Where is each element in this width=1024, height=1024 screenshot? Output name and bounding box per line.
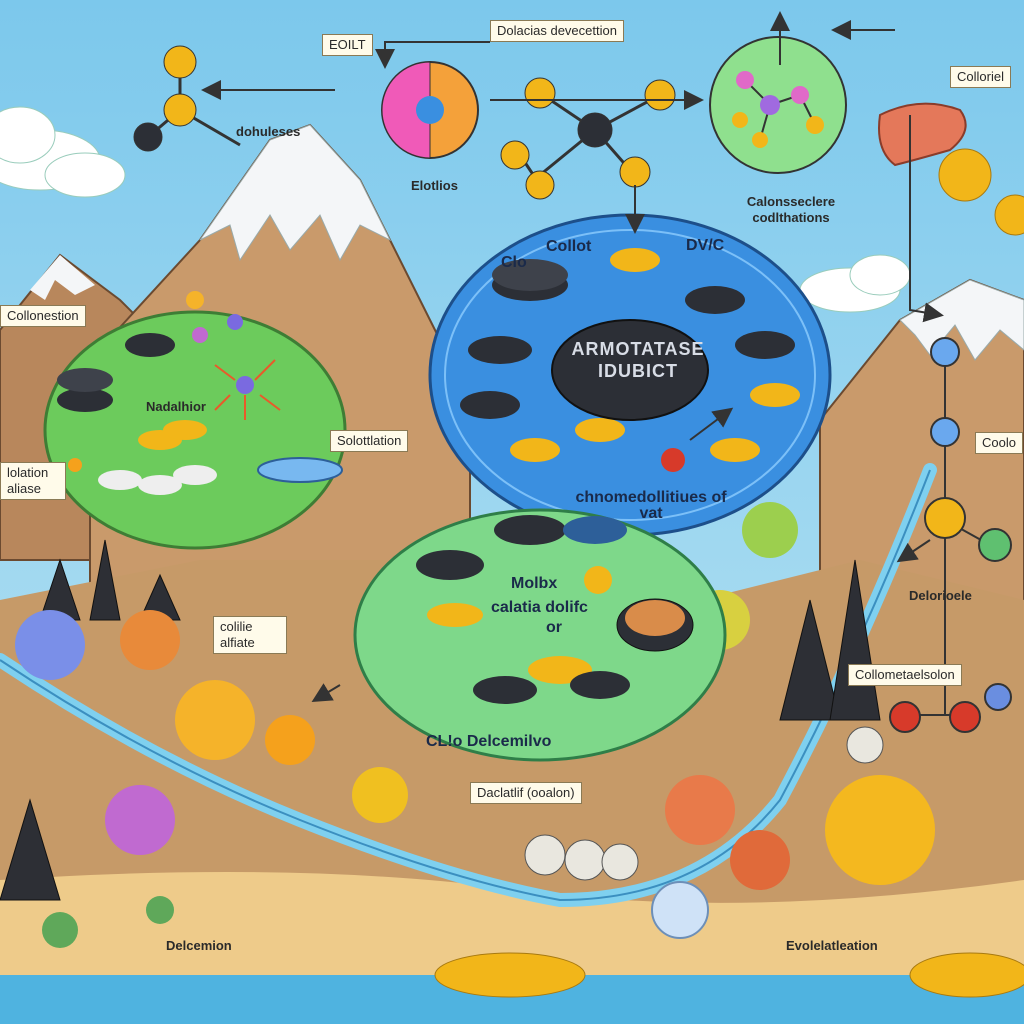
dark-spires [0, 539, 881, 901]
label-blue-zone-top-b: Collot [546, 238, 592, 255]
skull-cluster [524, 726, 884, 881]
snow-right [899, 279, 1024, 361]
label-blue-zone-top-c: DV/C [686, 237, 725, 254]
label-green-zone: Nadalhior [146, 399, 206, 414]
label-right-mid-2: Collometaelsolon [848, 664, 962, 686]
label-right-edge-1: Coolo [975, 432, 1023, 454]
label-blue-zone-top-a: Clo [501, 254, 527, 271]
label-lower-zone-b: calatia dolifc [491, 599, 588, 616]
label-mid-top-right: Calonsseclere codlthations [746, 194, 836, 225]
label-lower-zone-a: Molbx [511, 575, 558, 592]
right-pill-2 [994, 194, 1024, 236]
label-left-mid: colilie alfiate [213, 616, 287, 654]
label-top-left: EOILT [322, 34, 373, 56]
liver-organ [878, 102, 967, 167]
snow-left [30, 255, 95, 300]
center-disc [551, 319, 709, 421]
label-bottom-left: Delcemion [166, 938, 232, 953]
right-chain [889, 337, 1012, 733]
cloud-right [799, 254, 911, 313]
label-center-disc: ARMOTATASE IDUBICT [571, 339, 705, 381]
trees [15, 502, 935, 948]
label-blue-zone-bottom: chnomedollitiues of vat [575, 489, 727, 522]
label-bottom-right: Evolelatleation [786, 938, 878, 953]
label-lower-zone-c: or [546, 619, 562, 636]
lower-zone-pills [416, 515, 630, 704]
glass-sphere [651, 881, 709, 939]
flow-arrows [201, 11, 944, 703]
label-right-mid-1: Delorioele [909, 588, 972, 603]
pie-chart-icon [381, 61, 479, 159]
snow-center [199, 124, 392, 262]
right-pill-1 [938, 148, 992, 202]
label-left-edge-2: lolation aliase [0, 462, 66, 500]
label-green-zone-right: Solottlation [330, 430, 409, 452]
label-lower-zone-bottom: CL!o Delcemilvo [426, 733, 552, 750]
label-top-center: Dolacias devecettion [490, 20, 624, 42]
gold-pile-right [909, 952, 1024, 998]
label-top-right: Colloriel [950, 66, 1011, 88]
spark-burst [214, 359, 281, 420]
blue-dish [257, 457, 343, 483]
label-river: Daclatlif (ooalon) [470, 782, 582, 804]
label-pie-caption: Elotlios [411, 178, 458, 193]
molecule-top-left [133, 45, 241, 152]
label-left-molecule: dohuleses [236, 124, 301, 139]
blue-zone-pills [460, 248, 800, 472]
gold-pile-center [434, 952, 586, 998]
nut-bowl-fill [625, 600, 685, 636]
cloud-left [0, 106, 126, 198]
green-zone-pills [57, 291, 243, 495]
label-left-edge-1: Collonestion [0, 305, 86, 327]
molecule-top-right [709, 36, 847, 174]
